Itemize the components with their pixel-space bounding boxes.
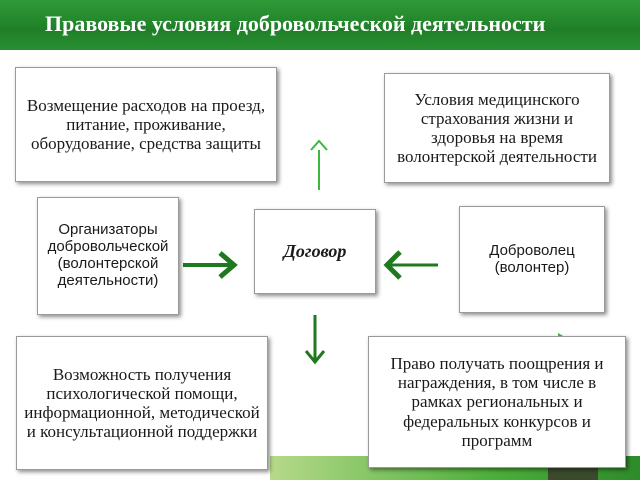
- rewards-box: Право получать поощрения и награждения, …: [368, 336, 626, 468]
- medical-insurance-text: Условия медицинского страхования жизни и…: [397, 89, 597, 167]
- organizers-box: Организаторы добровольческой (волонтерск…: [37, 197, 179, 315]
- contract-text: Договор: [283, 241, 347, 262]
- arrow-up-icon: [310, 139, 328, 190]
- arrow-down-icon: [304, 315, 326, 365]
- arrow-right-icon: [183, 251, 238, 279]
- header-bar: Правовые условия добровольческой деятель…: [0, 0, 640, 50]
- expense-reimbursement-box: Возмещение расходов на проезд, питание, …: [15, 67, 277, 182]
- psychological-support-box: Возможность получения психологической по…: [16, 336, 268, 470]
- volunteer-text: Доброволец (волонтер): [489, 241, 575, 276]
- psychological-support-text: Возможность получения психологической по…: [24, 364, 260, 442]
- volunteer-box: Доброволец (волонтер): [459, 206, 605, 313]
- rewards-text: Право получать поощрения и награждения, …: [390, 354, 604, 450]
- organizers-text: Организаторы добровольческой (волонтерск…: [47, 221, 169, 289]
- medical-insurance-box: Условия медицинского страхования жизни и…: [384, 73, 610, 183]
- arrow-left-icon: [383, 250, 438, 280]
- expense-reimbursement-text: Возмещение расходов на проезд, питание, …: [26, 95, 266, 154]
- page-title: Правовые условия добровольческой деятель…: [45, 11, 546, 36]
- contract-box: Договор: [254, 209, 376, 294]
